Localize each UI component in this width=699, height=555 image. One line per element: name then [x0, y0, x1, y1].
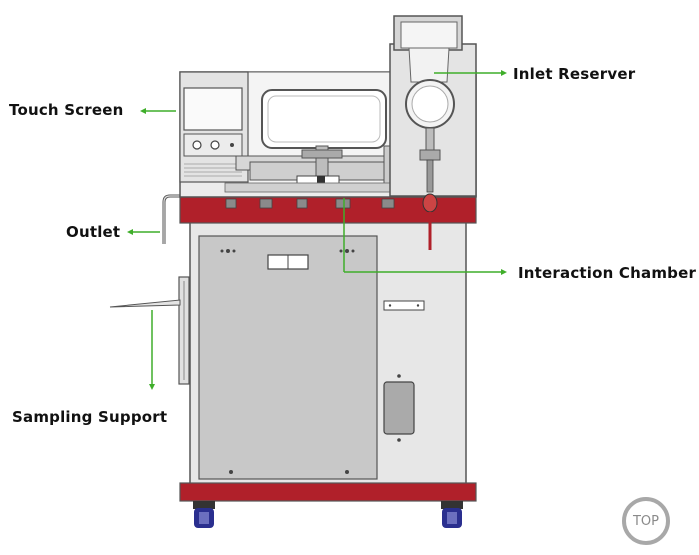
inlet-reserver-label: Inlet Reserver — [513, 65, 636, 83]
inlet-reservoir — [389, 15, 477, 250]
wheel-right — [441, 501, 463, 528]
top-console — [179, 71, 477, 198]
cabinet-door — [198, 235, 378, 480]
cabinet — [189, 221, 467, 485]
base — [179, 482, 477, 528]
touch-screen-label: Touch Screen — [9, 101, 124, 119]
leader-lines — [127, 70, 507, 390]
interaction-chamber-label: Interaction Chamber — [518, 264, 697, 282]
wheel-left — [193, 501, 215, 528]
sampling-support — [109, 276, 190, 385]
outlet-label: Outlet — [66, 223, 121, 241]
outlet-pipe — [162, 194, 182, 244]
sampling-support-label: Sampling Support — [12, 408, 168, 426]
touch-screen-panel — [183, 87, 243, 131]
scroll-to-top-button[interactable]: TOP — [622, 497, 670, 545]
